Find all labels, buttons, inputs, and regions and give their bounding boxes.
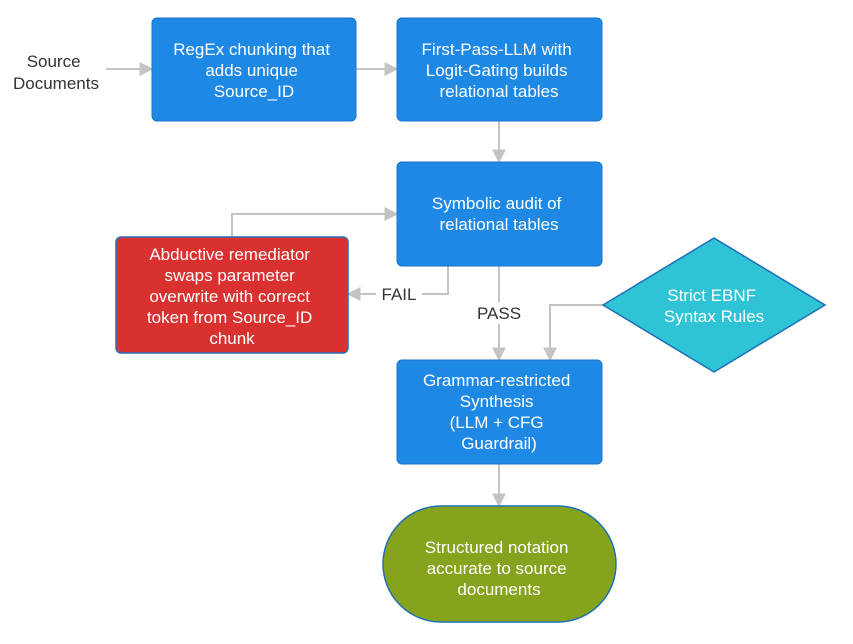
abductive-remediator-node	[115, 236, 349, 354]
structured-notation-output-label: Structured notation accurate to source d…	[425, 538, 573, 599]
chunking-node-label: RegEx chunking that adds unique Source_I…	[173, 40, 335, 101]
symbolic-audit-node-label: Symbolic audit of relational tables	[432, 194, 566, 234]
structured-notation-output-node	[382, 505, 617, 623]
ebnf-syntax-rules-label: Strict EBNF Syntax Rules	[664, 286, 764, 326]
source-documents-label: Source Documents	[13, 52, 99, 93]
symbolic-audit-node	[396, 161, 603, 267]
first-pass-llm-node-label: First-Pass-LLM with Logit-Gating builds …	[422, 40, 577, 101]
fail-label: FAIL	[382, 285, 417, 304]
pass-label: PASS	[477, 304, 521, 323]
abductive-remediator-node-label: Abductive remediator swaps parameter ove…	[147, 245, 317, 348]
fail-label-background	[376, 284, 422, 304]
grammar-restricted-synthesis-node	[396, 359, 603, 465]
grammar-restricted-synthesis-label: Grammar-restricted Synthesis (LLM + CFG …	[423, 371, 575, 453]
edge-rules-to-synthesis	[543, 304, 603, 362]
pass-label-background	[470, 302, 528, 324]
first-pass-llm-node	[396, 17, 603, 122]
chunking-node	[151, 17, 357, 122]
edge-remediator-to-audit	[231, 207, 399, 237]
ebnf-syntax-rules-diamond	[601, 237, 827, 373]
